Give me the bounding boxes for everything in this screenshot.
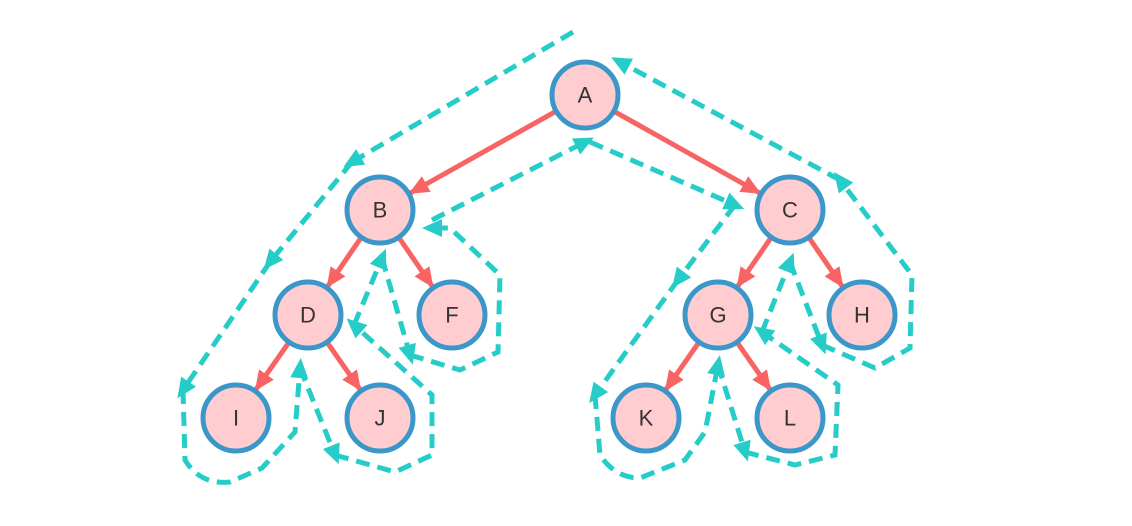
- traversal-segment: [787, 261, 827, 355]
- node-L: L: [754, 382, 826, 454]
- node-D: D: [272, 279, 344, 351]
- node-circle: [682, 279, 754, 351]
- node-label: A: [578, 83, 593, 108]
- node-circle: [754, 174, 826, 246]
- node-H: H: [826, 279, 898, 351]
- traversal-segment: [297, 367, 340, 465]
- node-label: B: [373, 198, 388, 223]
- edge-G-K: [664, 340, 702, 391]
- tree-edges: [254, 108, 845, 391]
- edge-A-B: [408, 108, 558, 196]
- node-label: J: [375, 406, 386, 431]
- node-B: B: [344, 174, 416, 246]
- node-label: L: [784, 406, 796, 431]
- traversal-segment: [351, 248, 387, 326]
- node-label: I: [233, 406, 239, 431]
- traversal-segment: [715, 364, 751, 462]
- node-K: K: [610, 382, 682, 454]
- edge-G-L: [734, 340, 772, 391]
- node-circle: [344, 174, 416, 246]
- node-label: F: [445, 303, 458, 328]
- node-label: D: [300, 303, 316, 328]
- edge-C-G: [735, 235, 774, 288]
- traversal-segment: [744, 326, 841, 468]
- node-F: F: [416, 279, 488, 351]
- edge-D-I: [254, 340, 292, 391]
- node-label: G: [709, 303, 726, 328]
- traversal-segment: [430, 137, 594, 223]
- node-J: J: [344, 382, 416, 454]
- traversal-segment: [592, 355, 725, 481]
- node-C: C: [754, 174, 826, 246]
- node-circle: [272, 279, 344, 351]
- edge-B-F: [396, 235, 435, 288]
- traversal-segment: [671, 203, 737, 288]
- node-circle: [416, 279, 488, 351]
- edge-A-C: [612, 108, 762, 196]
- traversal-segment: [334, 318, 435, 475]
- traversal-segment: [409, 219, 503, 373]
- traversal-segment: [611, 57, 842, 183]
- traversal-segment: [180, 358, 309, 485]
- traversal-segment: [589, 139, 745, 210]
- traversal-segment: [343, 29, 575, 168]
- node-circle: [344, 382, 416, 454]
- traversal-segment: [263, 160, 354, 270]
- traversal-segment: [589, 278, 681, 404]
- traversal-segment: [821, 172, 915, 371]
- node-circle: [610, 382, 682, 454]
- node-label: C: [782, 198, 798, 223]
- tree-nodes: A B C D F G H I J K L: [200, 59, 898, 454]
- node-circle: [754, 382, 826, 454]
- node-circle: [826, 279, 898, 351]
- node-circle: [549, 59, 621, 131]
- node-A: A: [549, 59, 621, 131]
- traversal-segment: [177, 260, 273, 399]
- edge-C-H: [806, 235, 845, 288]
- node-G: G: [682, 279, 754, 351]
- edge-B-D: [325, 235, 364, 288]
- node-label: H: [854, 303, 870, 328]
- edge-D-J: [324, 340, 362, 391]
- traversal-segment: [379, 257, 416, 365]
- traversal-segment: [759, 252, 795, 333]
- node-I: I: [200, 382, 272, 454]
- node-label: K: [639, 406, 654, 431]
- traversal-path: [177, 29, 915, 485]
- node-circle: [200, 382, 272, 454]
